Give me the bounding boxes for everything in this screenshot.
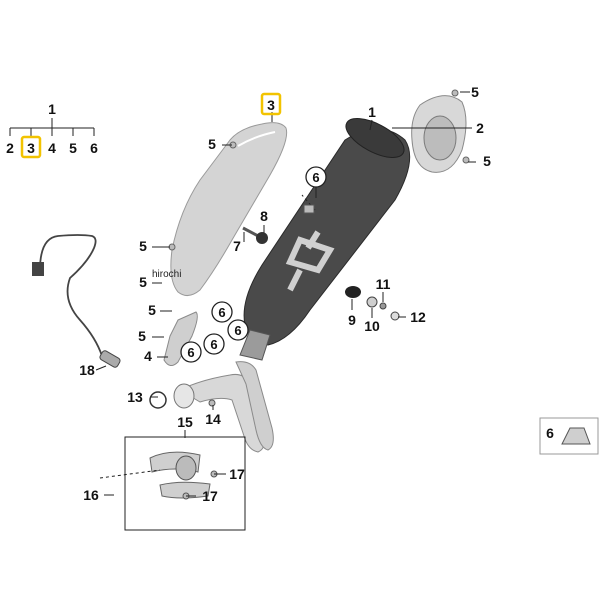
muffler-body [243, 128, 411, 346]
heat-shield [168, 122, 288, 296]
bracket-body [163, 311, 198, 366]
connector-icon [32, 262, 44, 276]
callout-label: 5 [139, 274, 147, 290]
speed-nut-icon [303, 204, 315, 214]
callout-label: 6 [312, 170, 319, 185]
tree-root-label: 1 [48, 101, 56, 117]
callout-circle [227, 319, 249, 341]
callout-label: 4 [144, 348, 152, 364]
screw-icon [208, 399, 216, 407]
callout-label: 5 [148, 302, 156, 318]
nut-icon [390, 311, 400, 321]
clamp-assembly [99, 436, 246, 531]
mounting-hardware [242, 194, 400, 321]
screw-icon [451, 89, 459, 97]
callout-circle [180, 341, 202, 363]
callout-label: 6 [210, 337, 217, 352]
bushing-icon [366, 296, 378, 308]
callout-circle [211, 301, 233, 323]
sensor-cable [39, 234, 103, 357]
tree-highlight-box [20, 135, 42, 159]
callout-label: 6 [234, 323, 241, 338]
callout-label: 15 [177, 414, 193, 430]
callout-label: 6 [187, 345, 194, 360]
callout-highlight-box [260, 92, 282, 116]
callout-label: 8 [260, 208, 268, 224]
callout-label: 5 [471, 84, 479, 100]
tree-child-label: 2 [6, 140, 14, 156]
pipe-inlet-icon [173, 383, 195, 409]
washer-icon [379, 302, 387, 310]
callout-label: 5 [483, 153, 491, 169]
muffler [239, 118, 411, 361]
tree-child-label: 5 [69, 140, 77, 156]
muffler-inlet [239, 329, 271, 361]
callout-label: 11 [376, 276, 391, 292]
callout-label: 18 [79, 362, 95, 378]
grommet-icon [256, 232, 268, 244]
callout-label: 13 [127, 389, 143, 405]
heat-shield-highlight [237, 131, 276, 147]
legend-label: 6 [546, 425, 554, 441]
sensor-probe-icon [99, 350, 121, 368]
tree-child-label: 6 [90, 140, 98, 156]
muffler-end-cap [345, 118, 405, 158]
tree-child-label-highlighted: 3 [27, 140, 35, 156]
screw-icon [462, 156, 470, 164]
callout-label: 2 [476, 120, 484, 136]
callout-circle [305, 166, 327, 188]
callout-circle [203, 333, 225, 355]
header-pipe-branch [235, 361, 274, 451]
callout-label: 5 [138, 328, 146, 344]
callout-label: 16 [83, 487, 99, 503]
gasket-ring-icon [149, 391, 167, 409]
callout-label: 17 [229, 466, 245, 482]
callout-label: 14 [205, 411, 221, 427]
callout-label: 12 [410, 309, 426, 325]
tree-child-label: 4 [48, 140, 56, 156]
part-tree: 1 2 3 4 5 6 [6, 101, 98, 159]
bracket [163, 311, 198, 366]
callout-label: 6 [218, 305, 225, 320]
clamp-ring-icon [175, 455, 197, 481]
clamp-bottom [159, 481, 211, 499]
callout-label: 5 [208, 136, 216, 152]
callout-label: 10 [364, 318, 380, 334]
callout-labels: 1 2 3 4 5 5 5 5 5 5 5 6 6 6 6 6 7 8 9 10… [79, 84, 491, 504]
leader-dashed [99, 469, 161, 479]
end-cap [411, 89, 470, 173]
legend-box: 6 [539, 417, 599, 455]
leader-lines [95, 91, 476, 497]
callout-label: 7 [233, 238, 241, 254]
header-pipe [149, 361, 274, 453]
callout-label: 1 [368, 104, 376, 120]
callout-label: 17 [202, 488, 218, 504]
lambda-sensor [32, 234, 121, 368]
callout-label: 5 [139, 238, 147, 254]
end-cap-inner [423, 115, 457, 161]
rubber-damper-icon [345, 286, 361, 298]
muffler-logo-icon [285, 230, 335, 292]
callout-label: 9 [348, 312, 356, 328]
callout-label-highlighted: 3 [267, 97, 275, 113]
speed-nut-icon [561, 427, 591, 445]
watermark-text: hirochi [152, 269, 181, 280]
